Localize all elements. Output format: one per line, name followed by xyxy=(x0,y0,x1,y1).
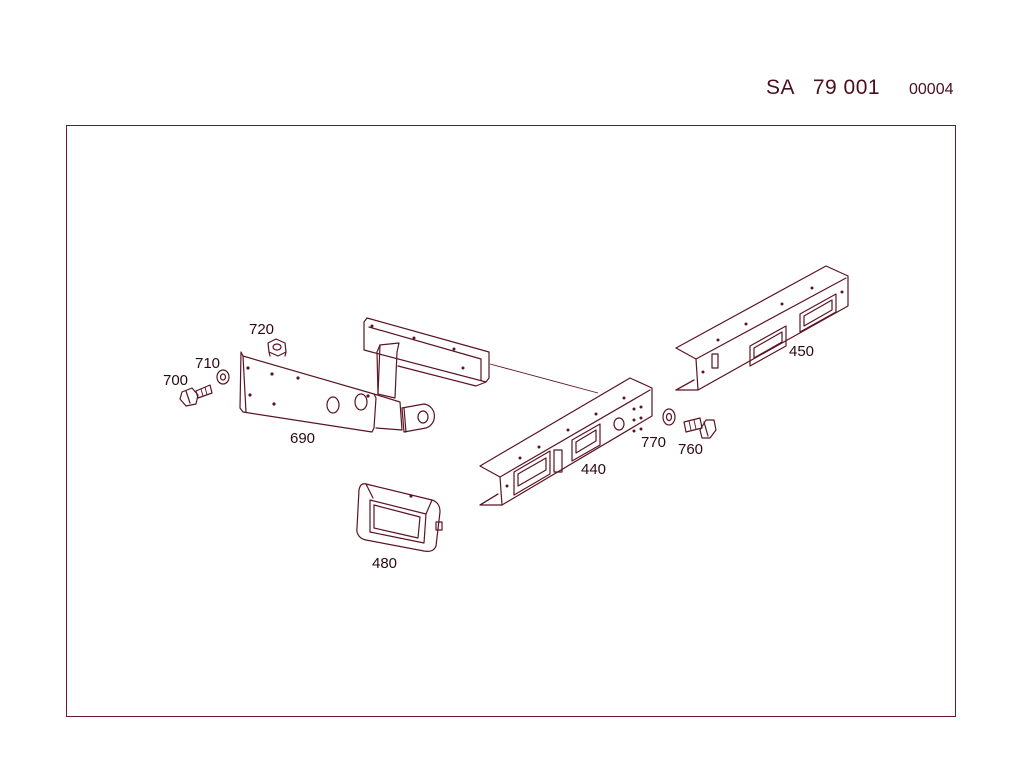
label-450: 450 xyxy=(789,343,814,360)
label-690: 690 xyxy=(290,430,315,447)
part-700-bolt[interactable] xyxy=(179,384,213,407)
label-720: 720 xyxy=(249,321,274,338)
label-700: 700 xyxy=(163,372,188,389)
part-690-bracket[interactable] xyxy=(239,317,490,433)
label-480: 480 xyxy=(372,555,397,572)
part-720-nut[interactable] xyxy=(267,338,287,357)
part-760-bolt[interactable] xyxy=(683,417,717,439)
drawing-frame xyxy=(66,125,956,717)
assembly-line xyxy=(489,363,599,394)
label-440: 440 xyxy=(581,461,606,478)
drawing-code: SA 79 001 xyxy=(766,76,881,99)
label-710: 710 xyxy=(195,355,220,372)
part-440-bumper-bar[interactable] xyxy=(479,377,653,506)
label-770: 770 xyxy=(641,434,666,451)
part-710-washer[interactable] xyxy=(216,369,230,385)
drawing-header: SA 79 001 00004 xyxy=(0,76,1024,106)
part-770-washer[interactable] xyxy=(662,408,676,426)
label-760: 760 xyxy=(678,441,703,458)
sheet-number: 00004 xyxy=(909,81,954,98)
part-480-lamp[interactable] xyxy=(356,483,443,552)
part-450-bumper-bar[interactable] xyxy=(675,265,849,391)
